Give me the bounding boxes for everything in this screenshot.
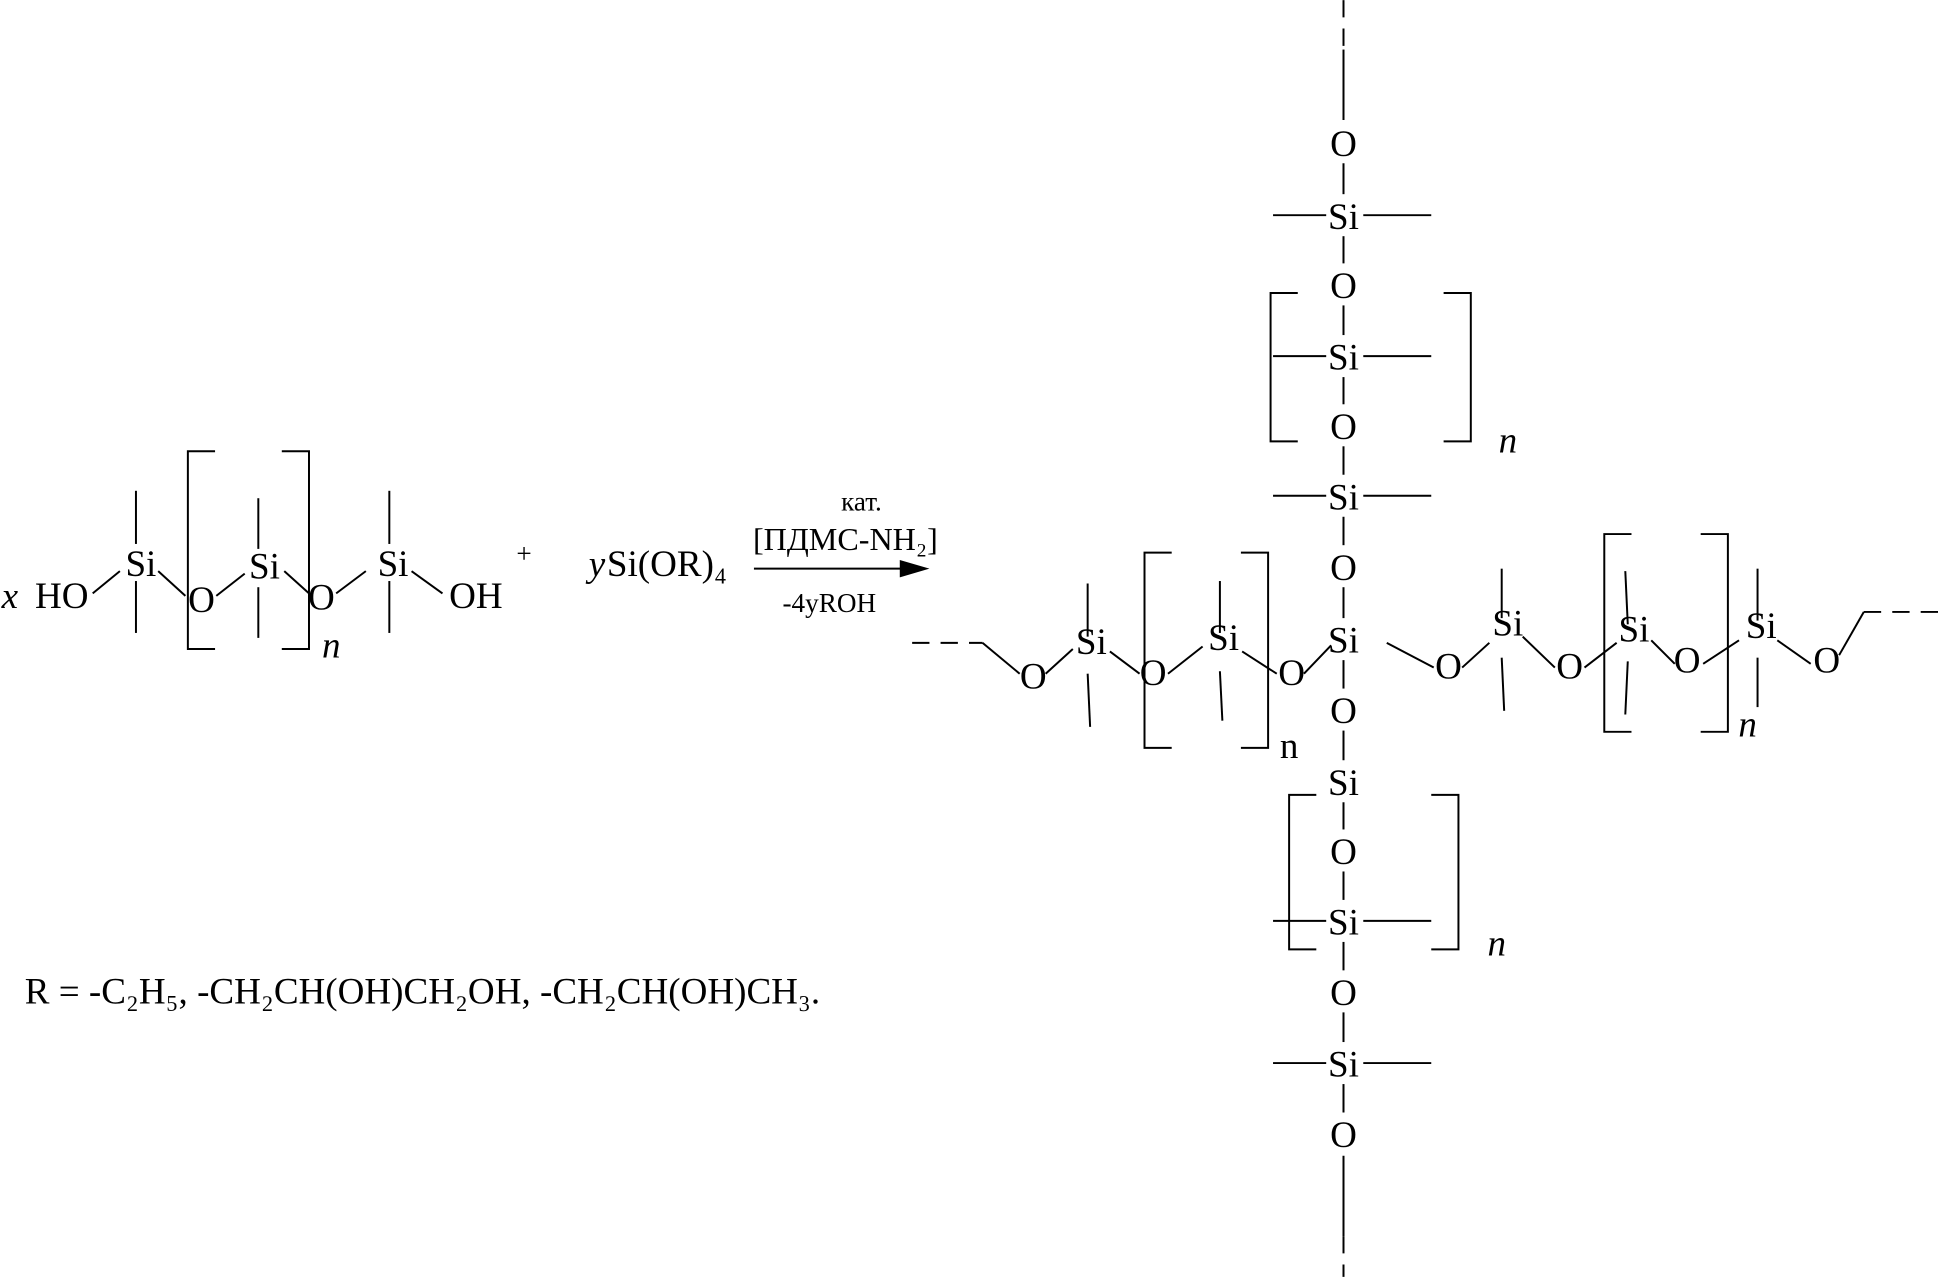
hydroxyl-right: OH — [449, 576, 503, 617]
bond — [1167, 645, 1204, 675]
repeat-n-reactant: n — [322, 626, 341, 667]
catalyst-name: [ПДМС-NH₂] — [753, 521, 938, 557]
methyl-bond — [1624, 661, 1629, 715]
silicon-atom: Si — [378, 544, 409, 585]
methyl-bond — [1218, 671, 1224, 721]
repeat-n-top: n — [1499, 420, 1518, 461]
oxygen-atom: O — [1140, 653, 1167, 694]
repeat-n-left: n — [1280, 726, 1299, 767]
silicon-atom: Si — [1492, 603, 1523, 644]
silicon-atom: Si — [1618, 610, 1649, 651]
bond — [1044, 648, 1074, 675]
bond — [283, 570, 310, 595]
bonds — [92, 0, 1938, 1277]
oxygen-atom: O — [1556, 647, 1583, 688]
coefficient-y: y — [585, 544, 606, 585]
silicon-atom: Si — [1328, 621, 1359, 662]
bond — [981, 642, 1021, 675]
silicon-atom: Si — [1746, 606, 1777, 647]
oxygen-atom: O — [1020, 657, 1047, 698]
oxygen-atom: O — [1435, 647, 1462, 688]
oxygen-atom: O — [308, 577, 335, 618]
catalyst-label: кат. — [841, 487, 882, 517]
bond — [1838, 611, 1865, 656]
oxygen-atom: O — [188, 580, 215, 621]
bracket-left — [1143, 551, 1172, 749]
silicon-atom: Si — [125, 544, 156, 585]
bracket-left — [1269, 292, 1298, 443]
oxygen-atom: O — [1278, 653, 1305, 694]
bond — [1461, 642, 1491, 669]
bracket-right — [1700, 533, 1729, 733]
bond — [1386, 641, 1435, 669]
repeat-n-right: n — [1738, 705, 1757, 746]
oxygen-atom: O — [1813, 640, 1840, 681]
bond — [157, 570, 187, 597]
silicon-atom: Si — [1328, 763, 1359, 804]
oxygen-atom: O — [1330, 691, 1357, 732]
bond — [215, 572, 246, 597]
plus-sign: + — [516, 538, 531, 568]
bond — [1303, 644, 1332, 675]
bond — [1109, 650, 1141, 675]
methyl-bond — [1086, 673, 1092, 727]
bond — [1583, 642, 1618, 669]
silicon-atom: Si — [1328, 197, 1359, 238]
oxygen-atom: O — [1330, 407, 1357, 448]
bond — [411, 570, 444, 595]
oxygen-atom: O — [1330, 124, 1357, 165]
bracket-right — [1431, 793, 1460, 951]
silicon-atom: Si — [249, 547, 280, 588]
oxygen-atom: O — [1330, 266, 1357, 307]
silicon-atom: Si — [1208, 618, 1239, 659]
bond — [1241, 650, 1278, 675]
bracket-left — [186, 450, 216, 650]
reaction-arrow-head — [899, 560, 930, 578]
bracket-left — [1603, 533, 1632, 733]
bracket-left — [1288, 793, 1317, 951]
oxygen-atom: O — [1330, 832, 1357, 873]
methyl-bond — [1500, 657, 1506, 711]
bond — [1522, 635, 1556, 669]
silicon-atom: Si — [1328, 1045, 1359, 1086]
tetraalkoxysilane: Si(OR)₄ — [607, 544, 727, 585]
bond — [335, 570, 367, 595]
bracket-right — [1443, 292, 1472, 443]
silicon-atom: Si — [1076, 622, 1107, 663]
oxygen-atom: O — [1330, 548, 1357, 589]
methyl-bond — [1624, 571, 1629, 625]
bond — [92, 570, 121, 595]
hydroxyl-left: HO — [35, 576, 89, 617]
oxygen-atom: O — [1674, 640, 1701, 681]
silicon-atom: Si — [1328, 903, 1359, 944]
oxygen-atom: O — [1330, 973, 1357, 1014]
bracket-right — [1240, 551, 1270, 749]
bond — [1702, 639, 1740, 665]
oxygen-atom: O — [1330, 1115, 1357, 1156]
byproduct: -4yROH — [783, 588, 877, 618]
coefficient-x: x — [1, 576, 19, 617]
silicon-atom: Si — [1328, 477, 1359, 518]
bond — [1650, 639, 1676, 665]
silicon-atom: Si — [1328, 338, 1359, 379]
bond — [1776, 639, 1812, 665]
r-group-definition: R = -C₂H₅, -CH₂CH(OH)CH₂OH, -CH₂CH(OH)CH… — [25, 972, 820, 1013]
bracket-right — [281, 450, 310, 650]
repeat-n-bottom: n — [1487, 924, 1506, 965]
